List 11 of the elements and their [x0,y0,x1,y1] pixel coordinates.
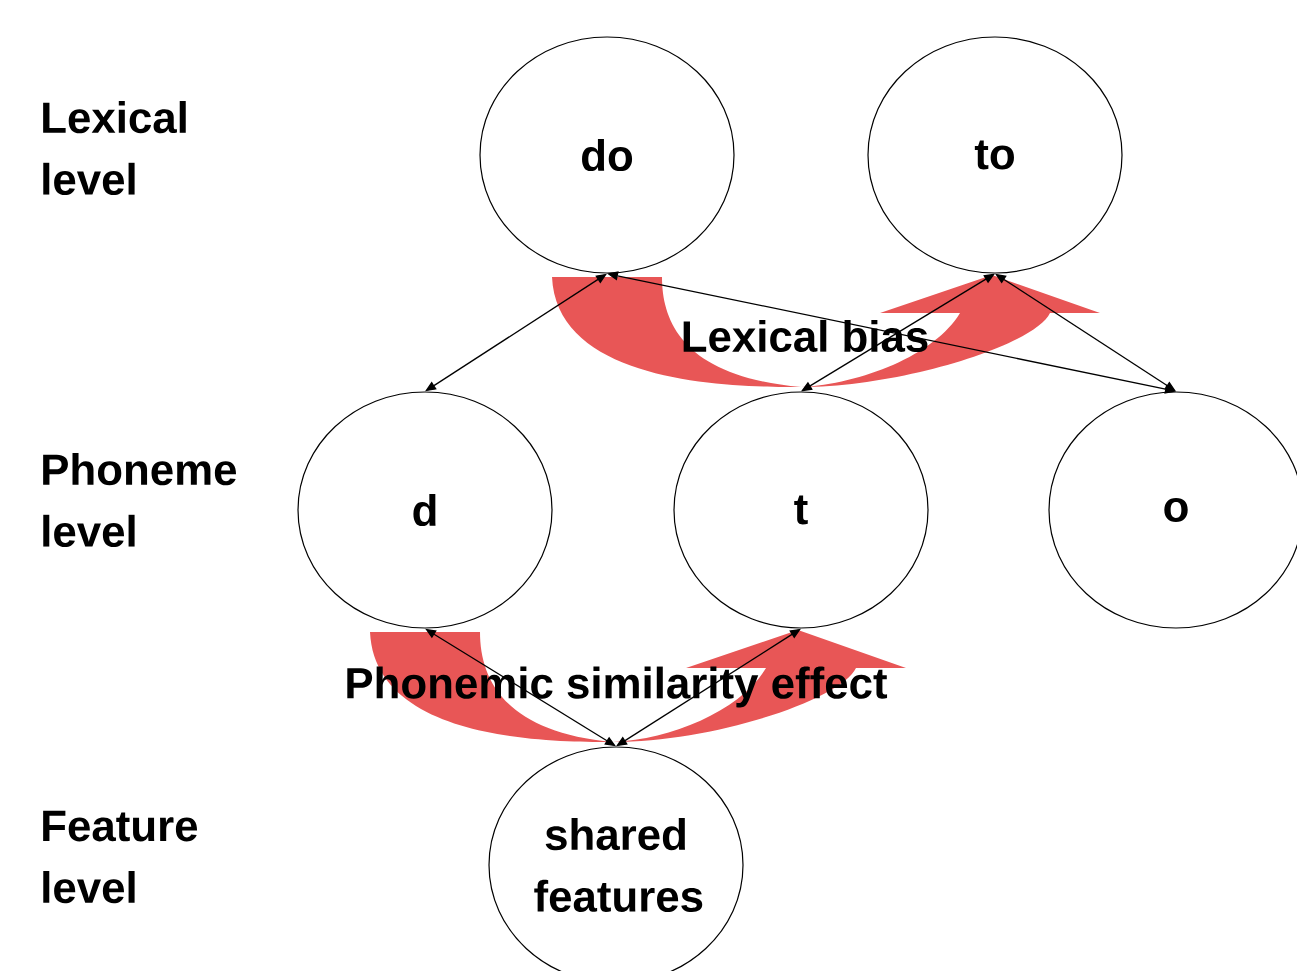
circle-node: do [479,36,735,274]
level-label: Lexical level [43,101,186,195]
circle-node: d [297,391,553,629]
curved-arrow [552,275,1100,387]
level-label: Phoneme level [43,453,236,547]
level-label: Feature level [43,810,198,904]
arrow [995,273,1176,392]
arrow [801,273,995,392]
circle-node: t [673,391,929,629]
arrow [425,273,607,392]
circle-node: to [867,36,1123,274]
